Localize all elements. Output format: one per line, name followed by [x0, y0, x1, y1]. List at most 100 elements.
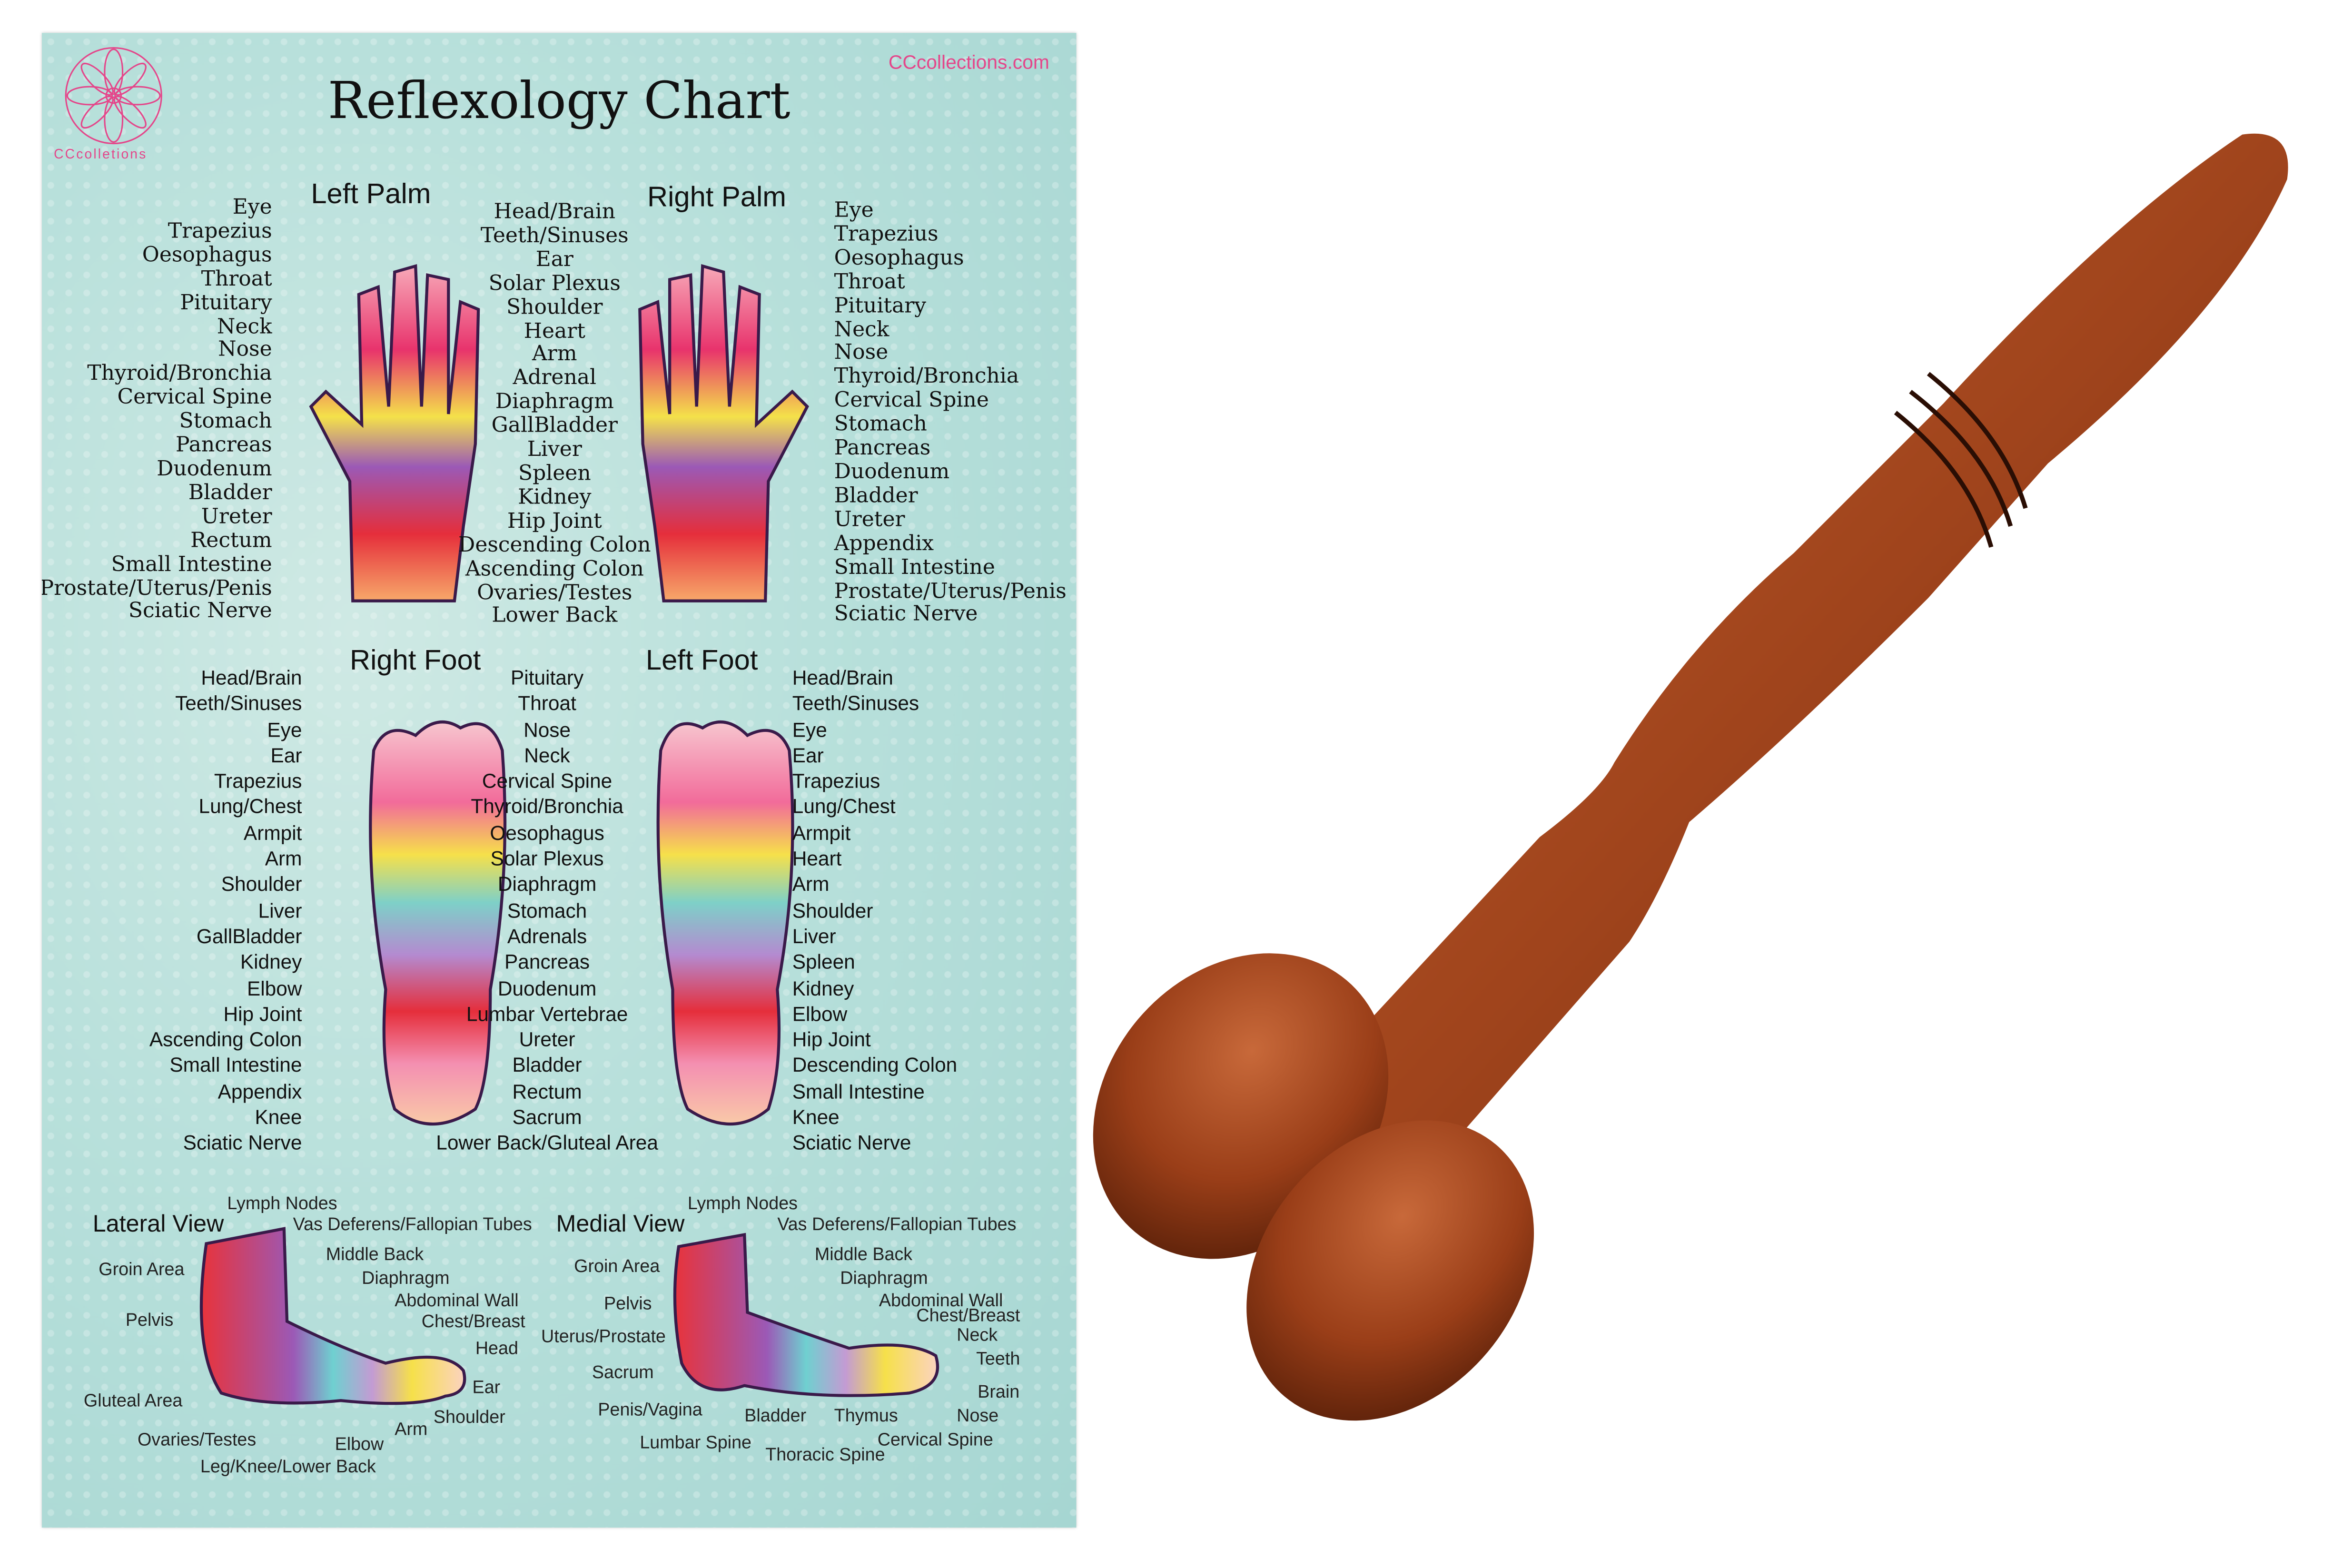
region-label: Abdominal Wall: [395, 1290, 519, 1311]
region-label: Duodenum: [497, 976, 597, 999]
region-label: Arm: [265, 848, 302, 870]
region-label: Vas Deferens/Fallopian Tubes: [293, 1213, 532, 1235]
region-label: Neck: [217, 315, 272, 339]
region-label: Small Intestine: [111, 552, 272, 577]
region-label: Ovaries/Testes: [477, 581, 632, 605]
region-label: Oesophagus: [490, 821, 604, 844]
region-label: Stomach: [834, 413, 927, 437]
lateral-view-heading: Lateral View: [92, 1212, 224, 1238]
reflexology-chart: CCcolletions CCcollections.com Reflexolo…: [41, 33, 1077, 1528]
region-label: Eye: [834, 198, 874, 223]
region-label: Abdominal Wall: [879, 1290, 1003, 1311]
region-label: Shoulder: [433, 1406, 505, 1428]
region-label: Knee: [792, 1106, 840, 1129]
region-label: Ear: [472, 1376, 501, 1398]
region-label: Sacrum: [512, 1106, 582, 1129]
region-label: Uterus/Prostate: [541, 1326, 666, 1347]
region-label: Lower Back: [492, 604, 618, 629]
region-label: Gluteal Area: [83, 1390, 183, 1411]
region-label: Head/Brain: [494, 200, 616, 225]
region-label: Pelvis: [603, 1292, 652, 1314]
region-label: Kidney: [518, 485, 592, 510]
region-label: Prostate/Uterus/Penis: [41, 576, 272, 601]
region-label: Hip Joint: [792, 1028, 871, 1051]
region-label: Sacrum: [592, 1361, 654, 1383]
region-label: Groin Area: [99, 1258, 185, 1280]
region-label: Kidney: [792, 976, 854, 999]
region-label: Liver: [792, 925, 836, 948]
region-label: Solar Plexus: [490, 848, 604, 870]
region-label: Ear: [535, 247, 573, 272]
right-palm-drawing: [638, 264, 809, 602]
region-label: Thymus: [834, 1405, 898, 1426]
region-label: Teeth/Sinuses: [480, 224, 629, 248]
region-label: Penis/Vagina: [598, 1399, 702, 1420]
right-foot-drawing: [369, 720, 507, 1126]
region-label: Ascending Colon: [465, 557, 644, 581]
right-palm-heading: Right Palm: [647, 182, 786, 214]
region-label: Throat: [201, 267, 272, 291]
region-label: Prostate/Uterus/Penis: [834, 579, 1067, 603]
region-label: Thyroid/Bronchia: [87, 362, 272, 386]
region-label: Stomach: [179, 410, 272, 434]
region-label: Armpit: [243, 821, 302, 844]
region-label: Nose: [218, 338, 272, 363]
region-label: Pancreas: [176, 434, 272, 458]
region-label: Hip Joint: [507, 509, 602, 533]
region-label: Elbow: [792, 1003, 848, 1026]
region-label: Cervical Spine: [117, 386, 272, 410]
region-label: Arm: [395, 1418, 428, 1440]
region-label: Armpit: [792, 821, 851, 844]
region-label: Trapezius: [214, 770, 302, 793]
region-label: Liver: [258, 899, 302, 922]
region-label: Chest/Breast: [421, 1311, 525, 1332]
region-label: Neck: [834, 317, 889, 342]
region-label: Ear: [270, 744, 302, 767]
region-label: Head/Brain: [792, 666, 893, 690]
region-label: Eye: [232, 196, 272, 220]
region-label: Thoracic Spine: [765, 1444, 885, 1465]
region-label: Liver: [527, 438, 582, 462]
chart-title: Reflexology Chart: [327, 71, 791, 132]
region-label: GallBladder: [196, 925, 302, 948]
mandala-logo-icon: [65, 47, 162, 145]
region-label: Nose: [957, 1405, 999, 1426]
region-label: Lumbar Vertebrae: [466, 1003, 628, 1026]
region-label: Lung/Chest: [792, 796, 896, 819]
region-label: Middle Back: [814, 1243, 913, 1265]
region-label: Neck: [524, 744, 570, 767]
handle: [1312, 133, 2288, 1198]
region-label: Sciatic Nerve: [128, 600, 272, 624]
region-label: Rectum: [190, 528, 272, 553]
region-label: Lymph Nodes: [227, 1193, 337, 1214]
region-label: Trapezius: [168, 219, 272, 244]
region-label: Pituitary: [834, 294, 927, 318]
region-label: Heart: [524, 319, 585, 343]
region-label: Spleen: [792, 951, 855, 974]
region-label: Teeth: [976, 1348, 1020, 1370]
region-label: Small Intestine: [834, 555, 995, 580]
region-label: Nose: [834, 341, 889, 365]
region-label: Kidney: [240, 951, 302, 974]
region-label: Nose: [524, 718, 571, 741]
region-label: Ear: [792, 744, 824, 767]
region-label: Spleen: [518, 462, 591, 486]
region-label: Arm: [532, 343, 577, 367]
region-label: Rectum: [512, 1080, 582, 1103]
region-label: Chest/Breast: [916, 1305, 1020, 1326]
region-label: Bladder: [512, 1054, 582, 1077]
region-label: Knee: [255, 1106, 302, 1129]
left-palm-heading: Left Palm: [311, 179, 431, 211]
region-label: Throat: [518, 692, 576, 715]
region-label: Diaphragm: [497, 873, 597, 896]
region-label: Diaphragm: [840, 1267, 928, 1289]
region-label: Ureter: [519, 1028, 575, 1051]
region-label: Ureter: [834, 508, 905, 532]
region-label: Neck: [957, 1324, 998, 1345]
region-label: Stomach: [507, 899, 587, 922]
